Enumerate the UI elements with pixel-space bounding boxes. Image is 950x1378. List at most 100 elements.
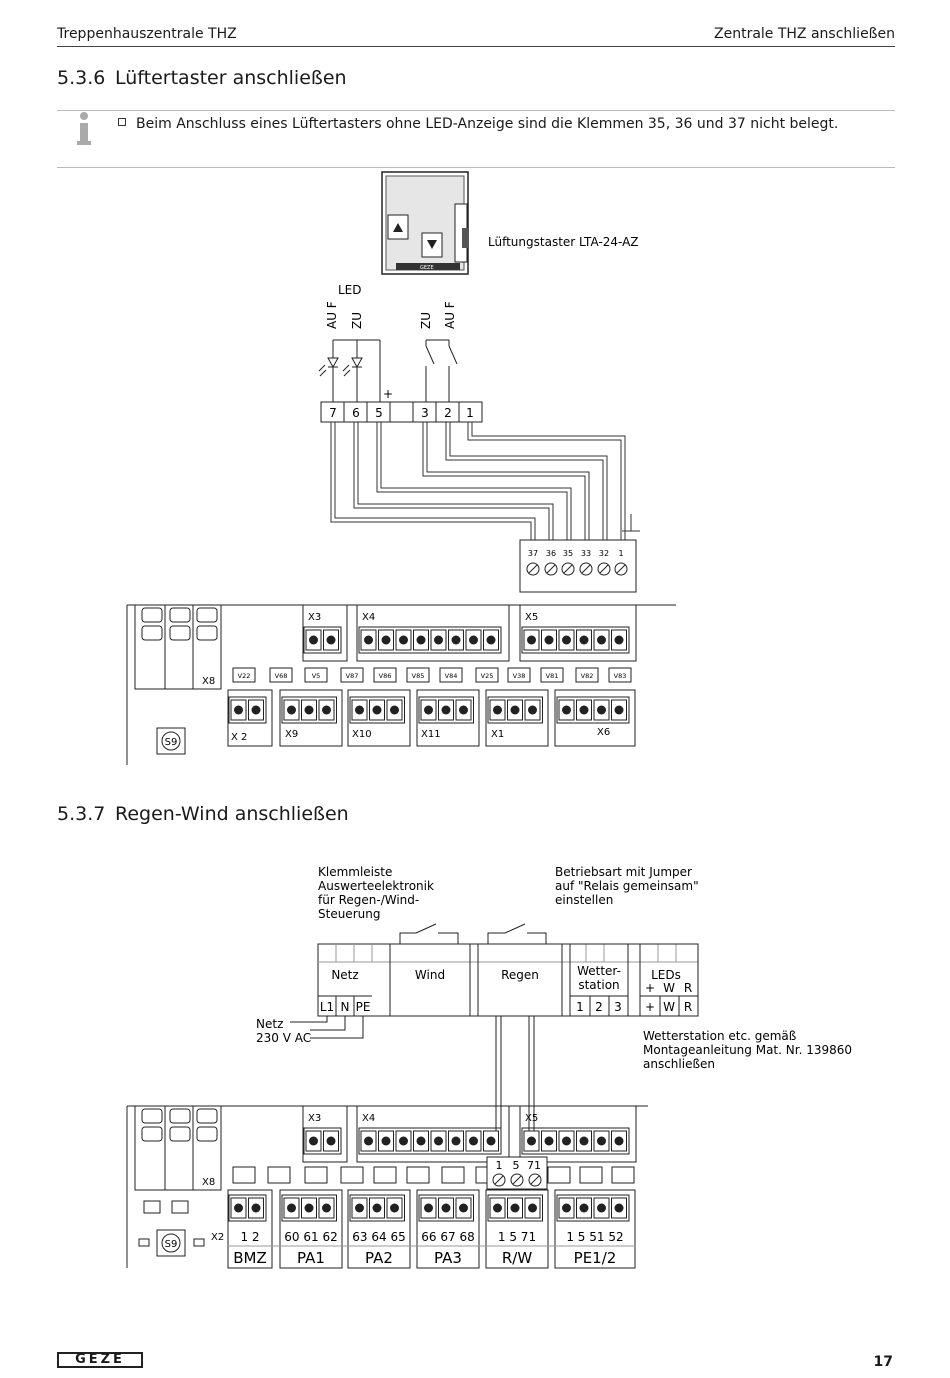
x1-label: X1 — [491, 729, 504, 740]
module-regen: Regen — [501, 968, 539, 982]
x5-term-37: 37 — [528, 549, 538, 558]
x10-label: X10 — [352, 729, 372, 740]
geze-logo: GEZE — [57, 1352, 143, 1368]
dev-term-2: 2 — [444, 406, 452, 420]
s9-button: S9 — [165, 737, 178, 748]
regen-wires — [495, 1016, 535, 1150]
wetter-term-2: 2 — [595, 1000, 603, 1014]
x9-label: X9 — [285, 729, 298, 740]
term-nums-rw: 1 5 71 — [498, 1230, 536, 1244]
netz-label-1: Netz — [256, 1017, 283, 1031]
fuse-label: V25 — [481, 672, 494, 680]
jumper-row — [232, 1166, 635, 1184]
section-number: 5.3.6 — [57, 67, 106, 89]
x8-label: X8 — [202, 676, 215, 687]
x4-label: X4 — [362, 612, 375, 623]
caption-right-2: auf "Relais gemeinsam" — [555, 879, 699, 893]
x5-term-33: 33 — [581, 549, 591, 558]
label-zu-led: ZU — [350, 312, 364, 329]
note-rule-bottom — [57, 167, 895, 168]
label-auf-switch: AU F — [443, 301, 457, 329]
note-rule-top — [57, 110, 895, 111]
wetter-note-3: anschließen — [643, 1057, 715, 1071]
caption-right-1: Betriebsart mit Jumper — [555, 865, 692, 879]
caption-left-2: Auswerteelektronik — [318, 879, 434, 893]
label-auf-led: AU F — [325, 301, 339, 329]
netz-term-pe: PE — [356, 1000, 371, 1014]
x5-label: X5 — [525, 612, 538, 623]
term-nums-pe: 1 5 51 52 — [566, 1230, 623, 1244]
x5-term-35: 35 — [563, 549, 573, 558]
device-brand: GEZE — [420, 265, 434, 271]
fuse-label: V87 — [346, 672, 359, 680]
bottom-connector-pins — [228, 696, 630, 724]
rw-term-1: 1 — [496, 1159, 503, 1172]
wetter-note-2: Montageanleitung Mat. Nr. 139860 — [643, 1043, 852, 1057]
info-icon — [77, 112, 91, 145]
wiring-diagram-rain-wind: Klemmleiste Auswerteelektronik für Regen… — [126, 865, 852, 1269]
x4-label-2: X4 — [362, 1113, 375, 1124]
wetter-term-3: 3 — [614, 1000, 622, 1014]
control-board — [126, 604, 676, 765]
relay-contacts — [399, 923, 547, 944]
module-leds: LEDs — [651, 968, 681, 982]
module-netz: Netz — [331, 968, 358, 982]
led-term-w-top: W — [663, 981, 675, 995]
fuse-label: V84 — [445, 672, 458, 680]
fuse-label: V81 — [546, 672, 559, 680]
bottom-connectors-2 — [227, 1189, 636, 1269]
top-connector-pins — [303, 626, 630, 654]
fuse-label: V83 — [614, 672, 627, 680]
dev-term-1: 1 — [466, 406, 474, 420]
fuse-label: V86 — [379, 672, 392, 680]
netz-term-n: N — [341, 1000, 350, 1014]
netz-label-2: 230 V AC — [256, 1031, 311, 1045]
module-wetter-2: station — [578, 978, 619, 992]
header-rule — [57, 46, 895, 47]
caption-left-3: für Regen-/Wind- — [318, 893, 419, 907]
x2-label-2: X2 — [211, 1232, 224, 1243]
led-term-plus: + — [645, 1000, 655, 1014]
rw-term-71: 71 — [527, 1159, 541, 1172]
led-term-r: R — [684, 1000, 692, 1014]
label-pa2: PA2 — [365, 1249, 393, 1267]
fuse-label: V5 — [312, 672, 321, 680]
label-pa1: PA1 — [297, 1249, 325, 1267]
label-pe: PE1/2 — [574, 1249, 617, 1267]
x6-label: X6 — [597, 727, 610, 738]
x2-label: X 2 — [231, 732, 247, 743]
x5-term-32: 32 — [599, 549, 609, 558]
device-terminal-strip: 7 6 5 3 2 1 — [320, 401, 483, 423]
label-pa3: PA3 — [434, 1249, 462, 1267]
term-nums-bmz: 1 2 — [240, 1230, 259, 1244]
header-right: Zentrale THZ anschließen — [714, 26, 895, 42]
x8-label-2: X8 — [202, 1177, 215, 1188]
x5-term-36: 36 — [546, 549, 556, 558]
wiring-diagram-fan-button: GEZE Lüftungstaster LTA-24-AZ LED AU F Z… — [126, 171, 676, 765]
term-nums-pa1: 60 61 62 — [284, 1230, 337, 1244]
netz-term-l1: L1 — [320, 1000, 334, 1014]
control-board-2 — [126, 1105, 648, 1268]
fuse-label: V38 — [513, 672, 526, 680]
x3-label-2: X3 — [308, 1113, 321, 1124]
note-text: Beim Anschluss eines Lüftertasters ohne … — [118, 116, 838, 132]
page-number: 17 — [873, 1354, 893, 1370]
label-bmz: BMZ — [233, 1249, 267, 1267]
section-heading-1: 5.3.6 Lüftertaster anschließen — [57, 67, 347, 89]
x5-label-2: X5 — [525, 1113, 538, 1124]
label-zu-switch: ZU — [419, 312, 433, 329]
x5-term-1: 1 — [618, 549, 623, 558]
section-number: 5.3.7 — [57, 803, 106, 825]
term-nums-pa3: 66 67 68 — [421, 1230, 474, 1244]
bottom-connectors — [227, 689, 636, 747]
device-label: Lüftungstaster LTA-24-AZ — [488, 235, 639, 249]
dev-term-5: 5 — [375, 406, 383, 420]
bottom-connector-pins-2 — [228, 1194, 630, 1222]
section-title: Lüftertaster anschließen — [115, 67, 347, 89]
x3-label: X3 — [308, 612, 321, 623]
x11-label: X11 — [421, 729, 441, 740]
caption-left-1: Klemmleiste — [318, 865, 392, 879]
led-symbols — [318, 339, 381, 402]
